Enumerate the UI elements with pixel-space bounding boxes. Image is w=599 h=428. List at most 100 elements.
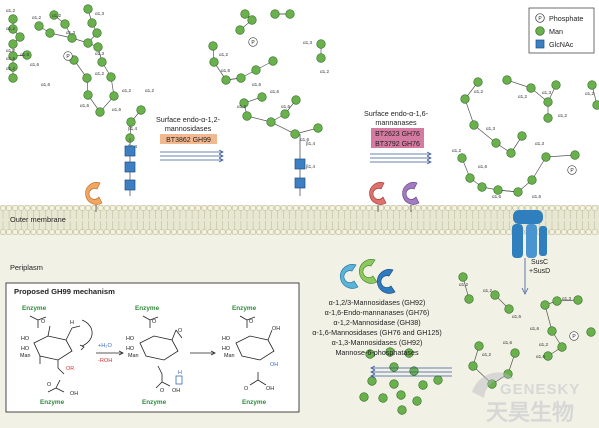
endo16-title-line2: mannanases xyxy=(375,118,417,127)
linkage-label: α1,3 xyxy=(303,40,312,45)
periplasm-enzyme-blue xyxy=(376,269,396,294)
man-residue xyxy=(541,152,551,162)
legend-man-label: Man xyxy=(549,27,563,36)
man-residue xyxy=(270,9,280,19)
mech-man-1: Man xyxy=(20,353,31,359)
endo12-arrows xyxy=(160,149,224,163)
man-residue xyxy=(60,19,70,29)
linkage-label: α1,6 xyxy=(478,164,487,169)
phosphate-residue xyxy=(248,37,258,47)
mech-enzyme-label-3: Enzyme xyxy=(232,305,257,312)
mech-oh-3: OH xyxy=(272,326,280,332)
linkage-label: α1,6 xyxy=(270,89,279,94)
free-mannose xyxy=(389,362,399,372)
glcnac-residue xyxy=(294,177,306,189)
man-residue xyxy=(136,105,146,115)
periplasm-enzyme-cyan xyxy=(339,264,359,289)
gh99-mechanism-panel: Proposed GH99 mechanism Enzyme Enzyme En… xyxy=(5,282,300,413)
periplasm-enzyme-green xyxy=(358,259,378,284)
man-residue xyxy=(285,9,295,19)
man-residue xyxy=(468,361,478,371)
man-residue xyxy=(517,131,527,141)
mech-h-1: H xyxy=(70,320,74,326)
mech-man-3: Man xyxy=(224,353,235,359)
man-residue xyxy=(49,10,59,20)
susc-label-line1: SusC xyxy=(531,259,548,266)
mech-reaction-arrow-2 xyxy=(190,350,216,356)
endo16-gene-box-1 xyxy=(371,128,424,138)
mech-o-2: O xyxy=(47,382,51,388)
linkage-label: α1,2 xyxy=(482,352,491,357)
linkage-label: α1,3 xyxy=(95,51,104,56)
man-residue xyxy=(221,75,231,85)
legend-glcnac-label: GlcNAc xyxy=(549,40,574,49)
man-residue xyxy=(8,51,18,61)
periplasm-enzyme-item: Mannose-6-phosphatases xyxy=(335,348,419,357)
linkage-label: α1,6 xyxy=(536,354,545,359)
man-residue xyxy=(247,15,257,25)
endo12-surface-enzyme xyxy=(85,182,103,212)
linkage-label: α1,2 xyxy=(95,71,104,76)
linkage-label: α1,2 xyxy=(122,88,131,93)
man-residue xyxy=(460,94,470,104)
man-residue xyxy=(473,77,483,87)
phosphate-glyph: P xyxy=(251,40,255,46)
mech-o-7: O xyxy=(244,386,248,392)
linkage-label: α1,2 xyxy=(452,148,461,153)
linkage-label: α1,3 xyxy=(562,296,571,301)
phosphate-glyph: P xyxy=(538,16,542,22)
man-residue xyxy=(573,295,583,305)
phosphate-residue xyxy=(63,51,73,61)
mech-man-2: Man xyxy=(128,353,139,359)
free-mannose xyxy=(404,348,414,358)
mech-oh-2: OH xyxy=(172,388,180,394)
linkage-label: α1,6 xyxy=(112,107,121,112)
mech-ho-3: HO xyxy=(126,336,134,342)
man-residue xyxy=(586,327,596,337)
man-residue xyxy=(92,28,102,38)
linkage-label: α1,2 xyxy=(320,69,329,74)
man-residue xyxy=(469,120,479,130)
man-residue xyxy=(527,175,537,185)
mech-o-6: O xyxy=(249,319,253,325)
man-residue xyxy=(280,109,290,119)
man-residue xyxy=(487,379,497,389)
mech-ho-4: HO xyxy=(126,346,134,352)
free-mannose xyxy=(418,380,428,390)
man-residue xyxy=(8,39,18,49)
man-residue xyxy=(457,153,467,163)
phosphate-glyph: P xyxy=(572,334,576,340)
linkage-label: β1,4 xyxy=(306,141,315,146)
periplasm-enzyme-item: α-1,2/3-Mannosidases (GH92) xyxy=(329,298,426,307)
mech-structure-2 xyxy=(139,315,183,389)
man-residue xyxy=(493,185,503,195)
man-residue xyxy=(504,304,514,314)
man-residue xyxy=(126,117,136,127)
man-residue xyxy=(458,272,468,282)
man-residue xyxy=(502,75,512,85)
linkage-label: α1,6 xyxy=(30,62,39,67)
glcnac-residue xyxy=(124,145,136,157)
mech-enzyme-label-6: Enzyme xyxy=(242,399,267,406)
man-residue xyxy=(95,107,105,117)
free-mannose xyxy=(412,396,422,406)
mechanism-title: Proposed GH99 mechanism xyxy=(14,287,115,296)
mech-h-2: H xyxy=(178,370,182,376)
outer-membrane xyxy=(0,205,599,235)
endo16-surface-enzyme-red xyxy=(369,182,387,212)
man-residue xyxy=(290,129,300,139)
mech-structure-3 xyxy=(235,315,275,386)
free-mannose xyxy=(359,392,369,402)
mech-ho-6: HO xyxy=(222,346,230,352)
periplasm-enzyme-item: α-1,6-Endo-mannanases (GH76) xyxy=(325,308,430,317)
man-residue xyxy=(15,32,25,42)
man-residue xyxy=(491,138,501,148)
man-residue xyxy=(474,341,484,351)
endo16-title-line1: Surface endo-α-1,6- xyxy=(364,109,429,118)
mech-enzyme-label-1: Enzyme xyxy=(22,305,47,312)
linkage-label: α1,3 xyxy=(542,90,551,95)
periplasm-enzyme-item: α-1,2-Mannosidase (GH38) xyxy=(333,318,420,327)
linkage-label: β1,4 xyxy=(306,164,315,169)
man-residue xyxy=(251,65,261,75)
